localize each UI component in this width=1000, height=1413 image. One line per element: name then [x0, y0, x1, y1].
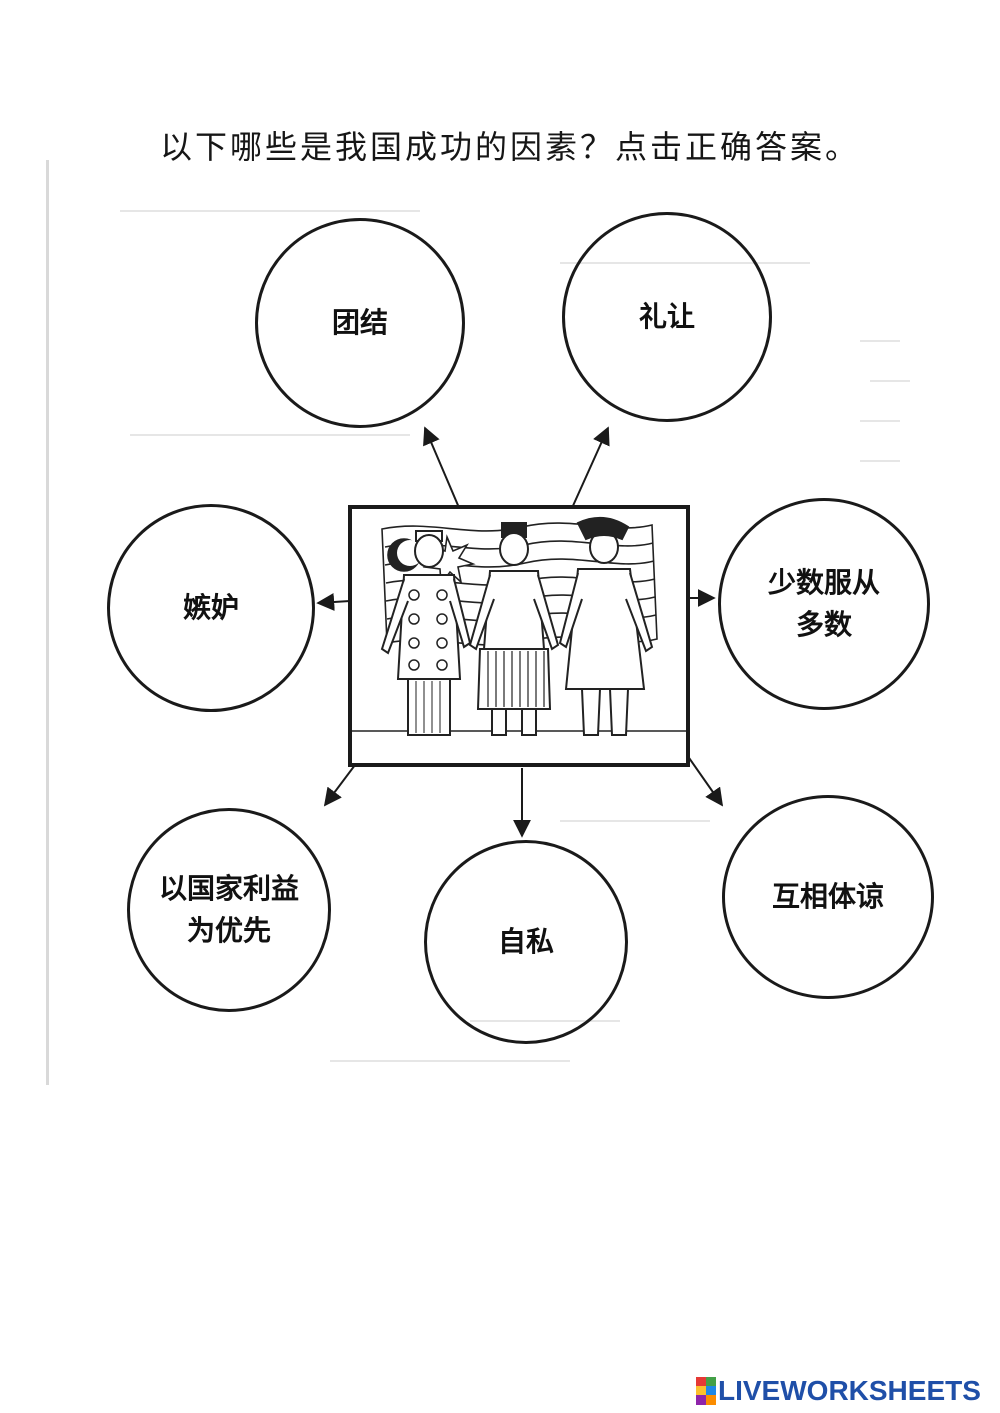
arrow-up-right	[571, 426, 610, 509]
option-label: 礼让	[638, 300, 695, 333]
logo-text: LIVEWORKSHEETS	[718, 1375, 981, 1406]
ghost-line	[860, 460, 900, 462]
liveworksheets-logo: LIVEWORKSHEETS	[696, 1376, 981, 1406]
ghost-line	[870, 380, 910, 382]
three-people-with-flag-illustration	[352, 516, 686, 736]
person-left-icon	[380, 530, 472, 736]
option-label: 嫉妒	[182, 591, 239, 624]
ghost-line	[120, 210, 420, 212]
option-zisi[interactable]: 自私	[424, 840, 628, 1044]
option-huxiang-tiliang[interactable]: 互相体谅	[722, 795, 934, 999]
person-right-icon	[558, 516, 654, 736]
arrow-left	[316, 593, 351, 611]
option-label: 团结	[331, 306, 388, 339]
option-label: 互相体谅	[771, 880, 884, 913]
option-label: 自私	[497, 925, 554, 958]
ghost-line	[130, 434, 410, 436]
arrow-up-left	[423, 426, 461, 511]
ghost-line	[330, 1060, 570, 1062]
option-jidu[interactable]: 嫉妒	[107, 504, 315, 712]
ghost-line	[860, 340, 900, 342]
option-guojia-liyi-youxian[interactable]: 以国家利益 为优先	[127, 808, 331, 1012]
logo-mark-icon	[696, 1377, 716, 1405]
option-label: 少数服从 多数	[767, 566, 880, 641]
ghost-line	[560, 820, 710, 822]
picture-frame	[348, 505, 690, 767]
option-label: 以国家利益 为优先	[158, 872, 299, 947]
option-lirang[interactable]: 礼让	[562, 212, 772, 422]
person-middle-icon	[468, 522, 560, 736]
option-shaoshu-fucong-duoshu[interactable]: 少数服从 多数	[718, 498, 930, 710]
ghost-line	[860, 420, 900, 422]
option-tuanjie[interactable]: 团结	[255, 218, 465, 428]
instruction-text: 以下哪些是我国成功的因素？点击正确答案。	[160, 128, 861, 166]
scan-edge	[46, 160, 49, 1085]
